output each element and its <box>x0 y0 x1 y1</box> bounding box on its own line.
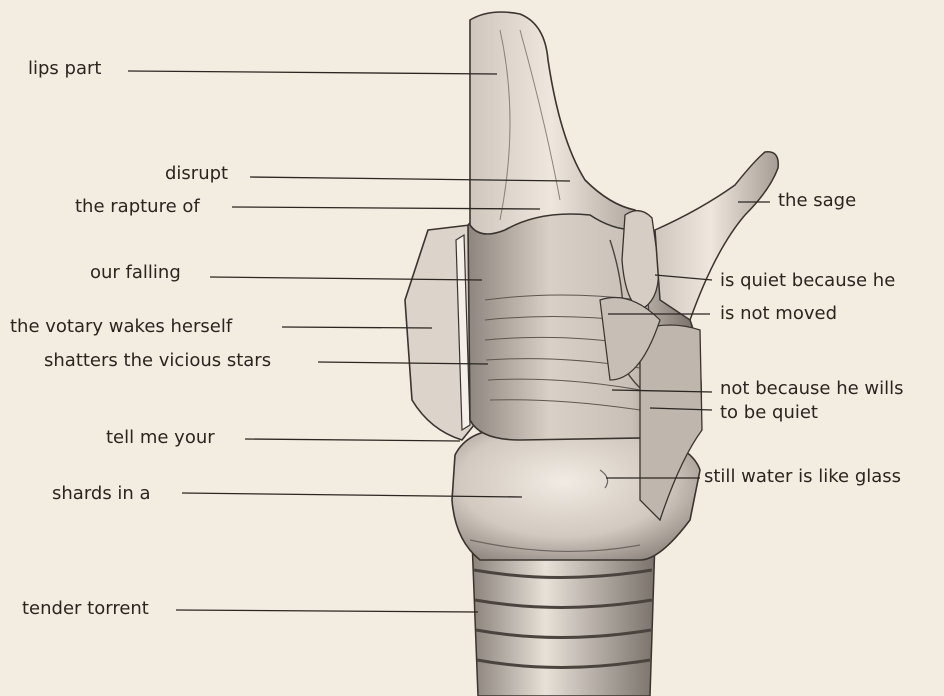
leader-tell-me <box>245 439 460 441</box>
label-tell-me: tell me your <box>106 427 215 449</box>
label-disrupt: disrupt <box>165 163 228 185</box>
label-tender-torrent: tender torrent <box>22 598 149 620</box>
label-lips-part: lips part <box>28 58 101 80</box>
label-rapture-of: the rapture of <box>75 196 200 218</box>
label-to-be-quiet: to be quiet <box>720 402 818 424</box>
label-shards: shards in a <box>52 483 151 505</box>
superior-horn <box>655 152 778 320</box>
label-shatters: shatters the vicious stars <box>44 350 271 372</box>
label-the-sage: the sage <box>778 190 856 212</box>
label-our-falling: our falling <box>90 262 181 284</box>
label-not-moved: is not moved <box>720 303 837 325</box>
leader-tender-torrent <box>176 610 478 612</box>
label-not-because: not because he wills <box>720 378 904 400</box>
label-quiet-because: is quiet because he <box>720 270 895 292</box>
thyroid-left-lamina <box>405 225 478 440</box>
label-votary: the votary wakes herself <box>10 316 232 338</box>
label-still-water: still water is like glass <box>704 466 901 488</box>
trachea <box>472 540 655 696</box>
epiglottis <box>470 12 650 234</box>
leader-lips-part <box>128 71 497 74</box>
